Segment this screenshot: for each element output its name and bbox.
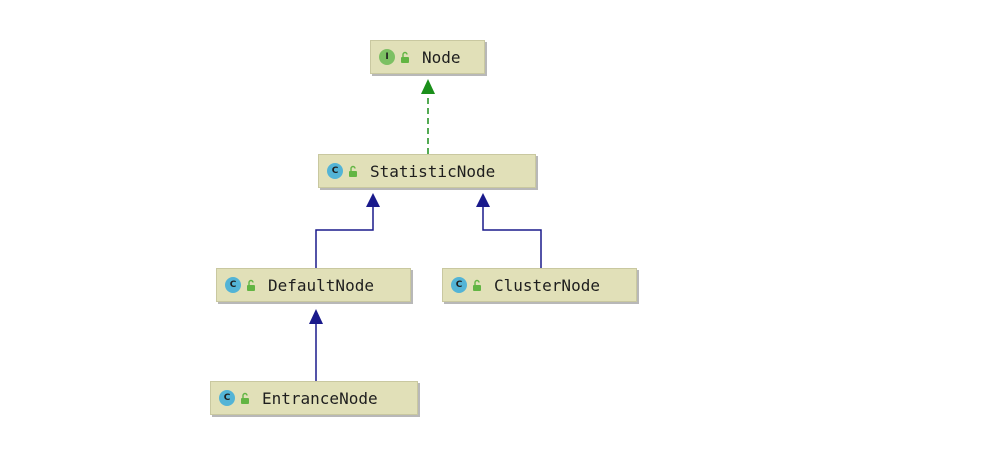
- class-badge-icon: C: [225, 277, 241, 293]
- entrancenode-label: EntranceNode: [262, 388, 378, 408]
- class-badge-icon: C: [451, 277, 467, 293]
- edge-cluster-extends-statistic: [482, 207, 542, 268]
- statisticnode-class-box[interactable]: C StatisticNode: [318, 154, 536, 188]
- defaultnode-label: DefaultNode: [268, 275, 374, 295]
- clusternode-class-box[interactable]: C ClusterNode: [442, 268, 637, 302]
- arrowhead-implements: [421, 79, 435, 94]
- node-interface-box[interactable]: I Node: [370, 40, 485, 74]
- class-badge-icon: C: [219, 390, 235, 406]
- arrowhead-extends-cluster: [476, 193, 490, 207]
- edge-default-extends-statistic: [315, 207, 374, 268]
- unlocked-padlock-icon: [241, 392, 249, 404]
- node-label: Node: [422, 47, 461, 67]
- arrowhead-extends-default: [366, 193, 380, 207]
- arrowhead-extends-entrance: [309, 309, 323, 324]
- interface-badge-icon: I: [379, 49, 395, 65]
- clusternode-label: ClusterNode: [494, 275, 600, 295]
- unlocked-padlock-icon: [401, 51, 409, 63]
- statisticnode-label: StatisticNode: [370, 161, 496, 181]
- unlocked-padlock-icon: [473, 279, 481, 291]
- class-badge-icon: C: [327, 163, 343, 179]
- unlocked-padlock-icon: [349, 165, 357, 177]
- entrancenode-class-box[interactable]: C EntranceNode: [210, 381, 418, 415]
- defaultnode-class-box[interactable]: C DefaultNode: [216, 268, 411, 302]
- unlocked-padlock-icon: [247, 279, 255, 291]
